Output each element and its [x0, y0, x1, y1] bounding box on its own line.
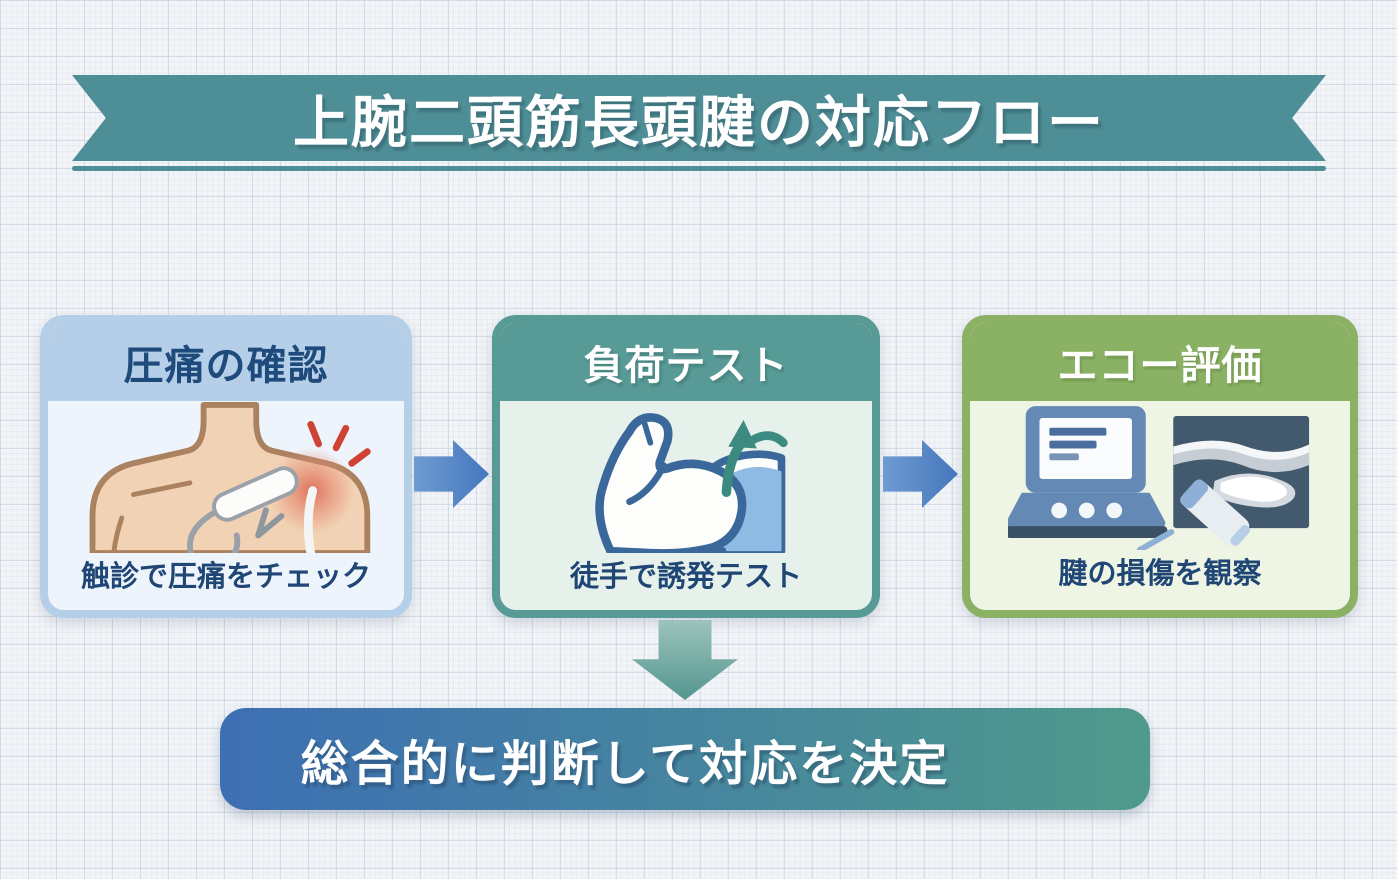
step-card-echo: エコー評価	[962, 315, 1358, 618]
page-title: 上腕二頭筋長頭腱の対応フロー	[293, 90, 1105, 156]
step-card-palpation-header: 圧痛の確認	[48, 323, 404, 401]
title-ribbon-underline	[72, 166, 1326, 171]
step-caption: 徒手で誘発テスト	[569, 559, 802, 593]
step-card-echo-header: エコー評価	[970, 323, 1350, 401]
step-card-load-test-header: 負荷テスト	[500, 323, 872, 401]
step-card-load-test-body: 徒手で誘発テスト	[500, 401, 872, 610]
flexed-biceps-illustration	[500, 401, 872, 553]
flow-arrow-down-icon	[632, 620, 738, 700]
shoulder-palpation-illustration	[48, 401, 404, 553]
step-caption: 腱の損傷を観察	[1058, 556, 1262, 590]
flow-arrow-right-icon	[414, 440, 489, 508]
ultrasound-laptop-illustration	[970, 401, 1350, 550]
flow-arrow-right-icon	[883, 440, 958, 508]
conclusion-banner: 総合的に判断して対応を決定	[220, 708, 1150, 810]
step-card-palpation: 圧痛の確認	[40, 315, 412, 618]
step-title: 圧痛の確認	[123, 343, 329, 389]
step-card-load-test: 負荷テスト 徒手で誘発テスト	[492, 315, 880, 618]
step-title: エコー評価	[1057, 343, 1263, 389]
conclusion-label: 総合的に判断して対応を決定	[300, 736, 950, 792]
step-title: 負荷テスト	[583, 343, 789, 389]
step-card-palpation-body: 触診で圧痛をチェック	[48, 401, 404, 610]
title-ribbon: 上腕二頭筋長頭腱の対応フロー	[72, 75, 1326, 161]
step-caption: 触診で圧痛をチェック	[80, 559, 371, 593]
step-card-echo-body: 腱の損傷を観察	[970, 401, 1350, 610]
